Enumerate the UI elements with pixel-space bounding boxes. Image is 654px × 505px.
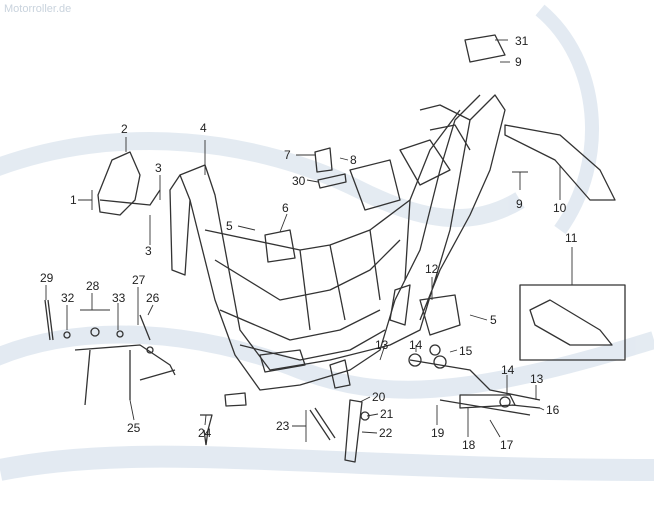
callout-13a: 13: [375, 338, 389, 352]
callout-12: 12: [425, 262, 439, 276]
top-bracket-part-31: [464, 34, 506, 63]
callout-6: 6: [282, 201, 289, 215]
main-frame: [179, 94, 506, 407]
callout-16: 16: [546, 403, 560, 417]
callout-18: 18: [462, 438, 476, 452]
callout-30: 30: [292, 174, 306, 188]
callout-5a: 5: [226, 219, 233, 233]
plate-part-30: [317, 173, 347, 189]
callout-13b: 13: [530, 372, 544, 386]
bracket-part-6: [264, 229, 296, 263]
callout-27: 27: [132, 273, 146, 287]
callout-28: 28: [86, 279, 100, 293]
side-stand-part-22: [344, 399, 363, 463]
callout-33: 33: [112, 291, 126, 305]
callout-8: 8: [350, 153, 357, 167]
callout-5b: 5: [490, 313, 497, 327]
front-post-part: [169, 174, 191, 276]
callout-31: 31: [515, 34, 529, 48]
callout-2: 2: [121, 122, 128, 136]
spring-part-26: [139, 314, 151, 341]
callout-25: 25: [127, 421, 141, 435]
callout-14b: 14: [501, 363, 515, 377]
callout-23: 23: [276, 419, 290, 433]
callout-14a: 14: [409, 338, 423, 352]
callout-9a: 9: [515, 55, 522, 69]
leader-lines: [45, 39, 573, 442]
callout-15: 15: [459, 344, 473, 358]
main-stand-part-25: [74, 344, 176, 406]
callout-21: 21: [380, 407, 394, 421]
callout-9b: 9: [516, 197, 523, 211]
callout-3b: 3: [145, 244, 152, 258]
detail-box-part-11: [519, 284, 626, 361]
callout-26: 26: [146, 291, 160, 305]
callout-1: 1: [70, 193, 77, 207]
callout-17: 17: [500, 438, 514, 452]
callout-22: 22: [379, 426, 393, 440]
callout-32: 32: [61, 291, 75, 305]
callout-11: 11: [565, 231, 578, 245]
callout-20: 20: [372, 390, 386, 404]
bracket-part-12: [419, 294, 461, 336]
footrest-bracket-part-17: [409, 359, 541, 416]
watermark-text: Motorroller.de: [4, 3, 72, 15]
rear-plate-part-10: [504, 124, 616, 201]
callout-3a: 3: [155, 161, 162, 175]
callout-24: 24: [198, 426, 212, 440]
bracket-part-2: [97, 151, 141, 216]
callout-10: 10: [553, 201, 567, 215]
bolt-part-16: [511, 404, 541, 409]
callout-4: 4: [200, 121, 207, 135]
spring-part-23: [309, 407, 336, 441]
plate-part-7: [314, 147, 333, 173]
callout-7: 7: [284, 148, 291, 162]
callout-19: 19: [431, 426, 445, 440]
spring-part-29: [44, 299, 54, 341]
watermark-swooshes: [0, 4, 654, 481]
callout-29: 29: [40, 271, 54, 285]
